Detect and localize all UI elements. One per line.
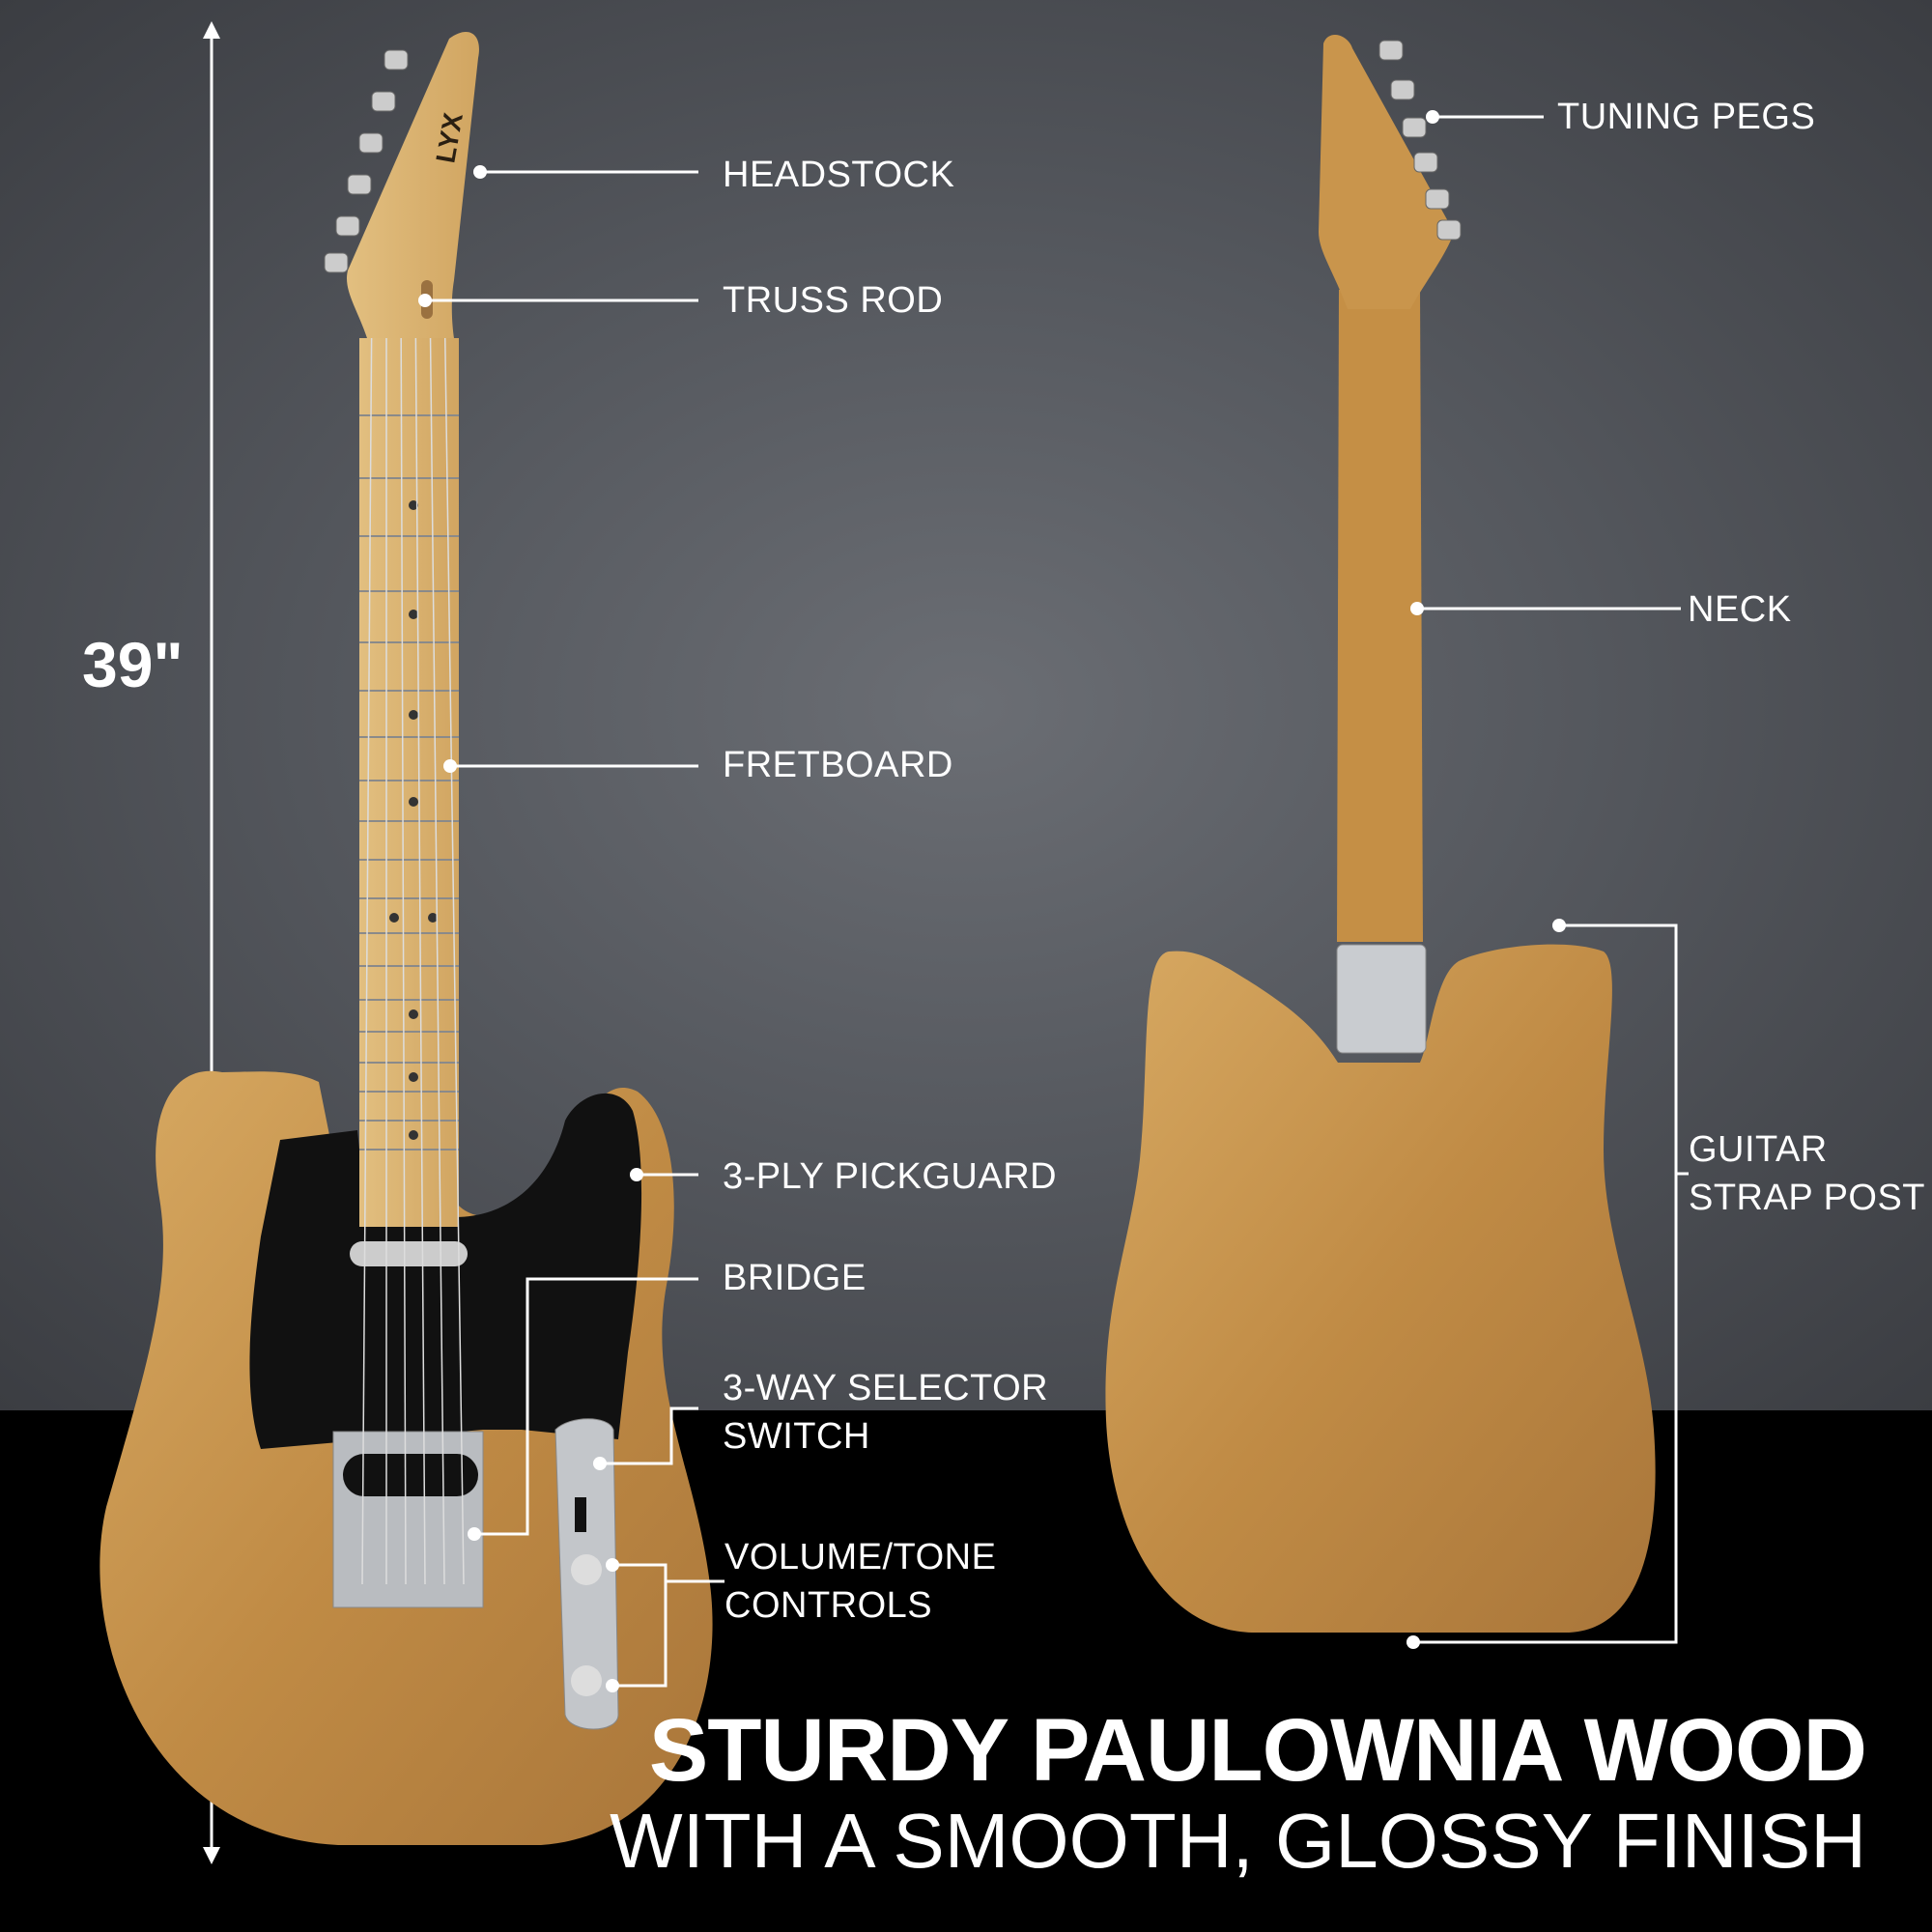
label-selector-line1: 3-WAY SELECTOR: [723, 1368, 1049, 1408]
label-selector-switch: 3-WAY SELECTOR SWITCH: [723, 1364, 1048, 1461]
label-controls: VOLUME/TONE CONTROLS: [724, 1533, 996, 1630]
subheadline: WITH A SMOOTH, GLOSSY FINISH: [610, 1798, 1866, 1884]
selector-switch: [575, 1497, 586, 1532]
front-tuning-pegs: [324, 49, 409, 273]
fret-markers: [389, 500, 438, 1140]
back-neck: [1337, 290, 1423, 942]
label-selector-line2: SWITCH: [723, 1416, 870, 1457]
pickguard: [249, 1093, 642, 1449]
label-strap-line2: STRAP POST: [1689, 1178, 1926, 1218]
label-fretboard: FRETBOARD: [723, 745, 953, 785]
neck-pickup: [350, 1241, 468, 1266]
volume-knob: [571, 1554, 602, 1585]
back-body: [1105, 944, 1656, 1633]
label-controls-line1: VOLUME/TONE: [724, 1537, 997, 1577]
front-headstock: [347, 31, 479, 338]
label-strap-line1: GUITAR: [1689, 1129, 1828, 1170]
label-pickguard: 3-PLY PICKGUARD: [723, 1156, 1058, 1197]
bridge-pickup: [343, 1454, 478, 1496]
label-truss-rod: TRUSS ROD: [723, 280, 944, 321]
label-controls-line2: CONTROLS: [724, 1585, 933, 1626]
label-tuning-pegs: TUNING PEGS: [1557, 97, 1816, 137]
tone-knob: [571, 1665, 602, 1696]
neck-plate: [1336, 944, 1427, 1054]
back-guitar: [1105, 34, 1656, 1633]
label-neck: NECK: [1688, 589, 1792, 630]
back-headstock: [1319, 34, 1454, 310]
fretboard: [359, 338, 459, 1227]
length-label: 39": [82, 629, 184, 700]
callout-lines: [425, 115, 1689, 1688]
headline: STURDY PAULOWNIA WOOD: [648, 1701, 1867, 1800]
front-guitar: LYX: [99, 31, 713, 1845]
label-bridge: BRIDGE: [723, 1258, 867, 1298]
label-strap-post: GUITAR STRAP POST: [1689, 1125, 1925, 1222]
strings: [361, 289, 465, 1585]
frets: [359, 414, 459, 1151]
callout-dots: [418, 110, 1566, 1692]
label-headstock: HEADSTOCK: [723, 155, 955, 195]
back-tuning-pegs: [1378, 40, 1462, 241]
